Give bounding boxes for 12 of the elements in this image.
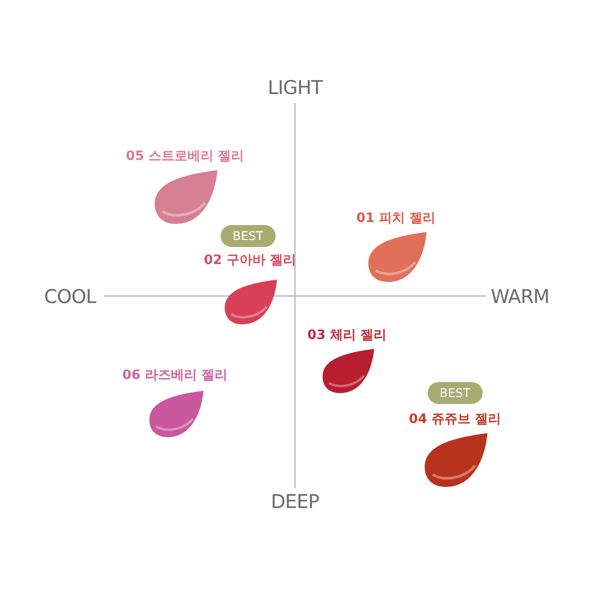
shade-name: 06 라즈베리 젤리 [122,369,228,382]
axis-label: LIGHT [268,76,322,101]
shade-name: 02 구아바 젤리 [204,254,296,267]
shade-name: 05 스트로베리 젤리 [126,150,244,163]
shade-name: 03 체리 젤리 [307,329,387,342]
axis-label: DEEP [270,490,320,515]
shade-name: 04 쥬쥬브 젤리 [408,413,502,426]
shade-name: 01 피치 젤리 [356,212,436,225]
best-badge: BEST [428,382,482,404]
best-badge: BEST [220,225,276,247]
axis-label: WARM [490,284,550,310]
axis-label: COOL [44,284,96,310]
